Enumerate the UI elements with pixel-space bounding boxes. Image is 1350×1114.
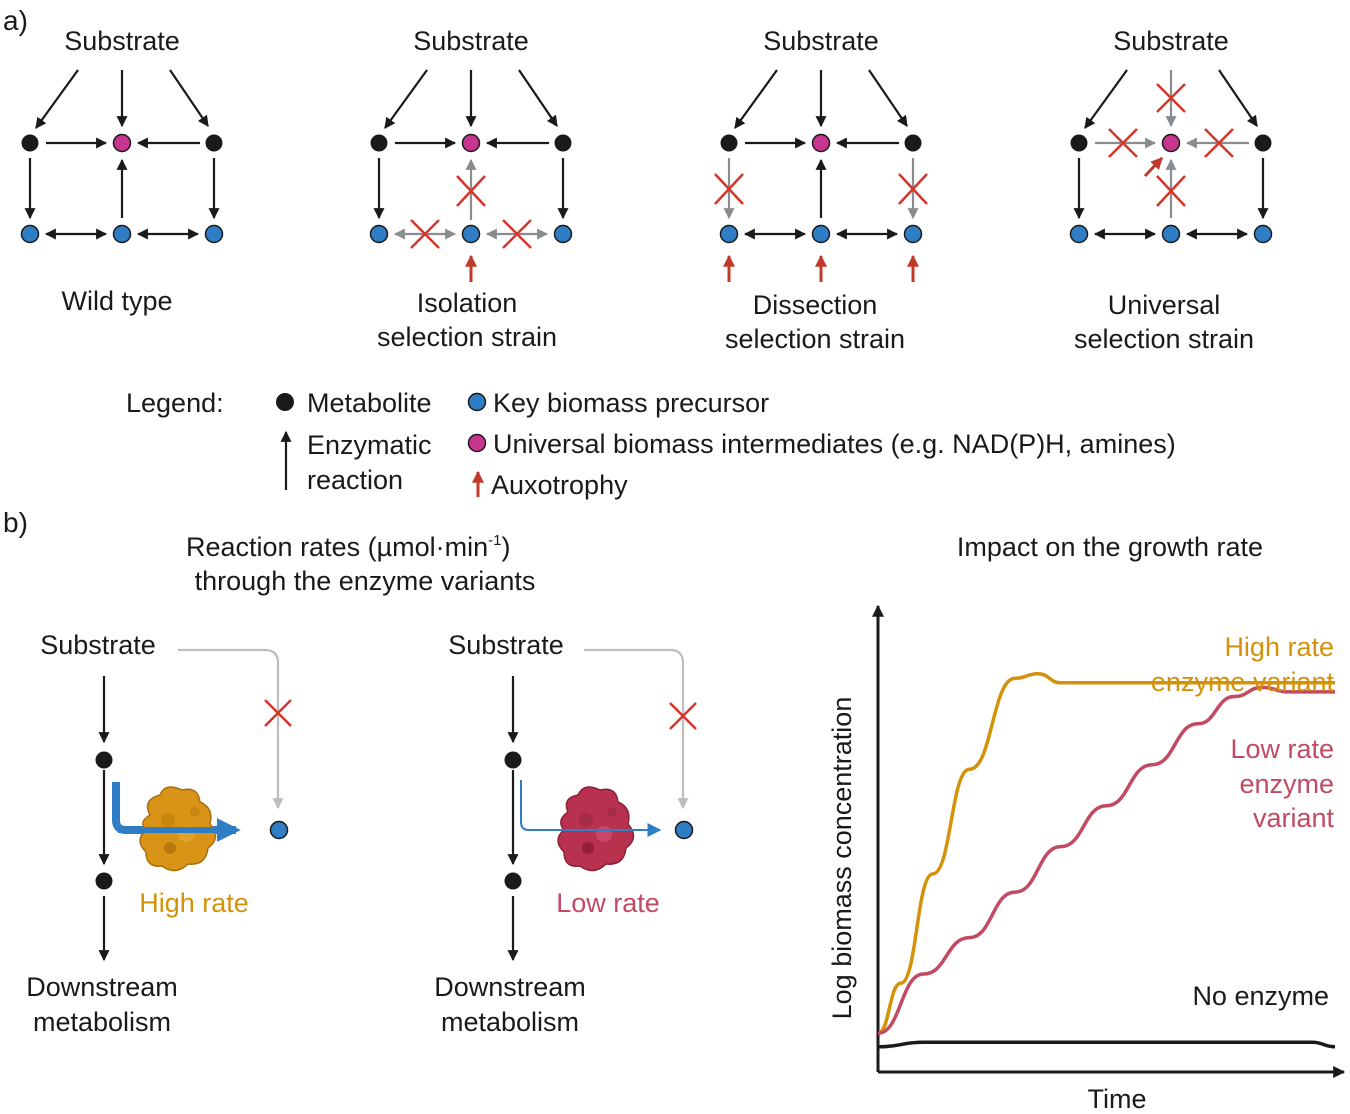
network-caption: Wild type xyxy=(61,286,172,316)
legend-key-precursor: Key biomass precursor xyxy=(493,388,769,418)
series-label-no-enzyme: No enzyme xyxy=(1192,981,1329,1011)
legend-enzymatic: reaction xyxy=(307,465,403,495)
network-dissection: Substrate Dissection xyxy=(714,26,928,354)
downstream-label: metabolism xyxy=(441,1007,579,1037)
legend-title: Legend: xyxy=(126,388,224,418)
x-axis-label: Time xyxy=(1088,1084,1147,1114)
auxotrophy-arrow xyxy=(1143,156,1164,178)
precursor-node xyxy=(204,224,224,244)
low-flux-arrow xyxy=(520,780,662,837)
network-universal: Substrate Universal selection xyxy=(1069,26,1273,354)
series-label-low-rate: Low rate xyxy=(1230,734,1334,764)
right-title: Impact on the growth rate xyxy=(957,532,1263,562)
substrate-label: Substrate xyxy=(64,26,180,56)
metabolite-node xyxy=(21,134,39,152)
network-caption: selection strain xyxy=(725,324,905,354)
series-label-low-rate: variant xyxy=(1253,803,1335,833)
pathway-low-rate: Substrate Low rate Downstream metabolism xyxy=(434,630,697,1037)
panel-b-label: b) xyxy=(3,507,28,538)
universal-intermediate-node xyxy=(112,133,132,153)
legend: Legend: Metabolite Key biomass precursor… xyxy=(126,388,1176,500)
precursor-node xyxy=(112,224,132,244)
substrate-label: Substrate xyxy=(1113,26,1229,56)
metabolite-node xyxy=(205,134,223,152)
rate-label: High rate xyxy=(139,888,249,918)
auxotrophy-arrow xyxy=(723,254,919,282)
downstream-label: metabolism xyxy=(33,1007,171,1037)
knockout-cross xyxy=(669,702,697,730)
network-caption: Isolation xyxy=(417,288,518,318)
network-wild-type: Substrate Wild type xyxy=(20,26,224,316)
series-label-high-rate: High rate xyxy=(1224,632,1334,662)
left-title-2: through the enzyme variants xyxy=(195,566,536,596)
series-label-low-rate: enzyme xyxy=(1239,769,1334,799)
legend-universal-swatch xyxy=(467,433,487,453)
series-line-no-enzyme xyxy=(877,1040,1336,1049)
knockout-cross xyxy=(1108,83,1234,207)
knockout-cross xyxy=(714,173,928,205)
substrate-label: Substrate xyxy=(448,630,564,660)
downstream-label: Downstream xyxy=(434,972,586,1002)
precursor-node xyxy=(20,224,40,244)
enzyme-blob-crimson xyxy=(557,786,635,872)
series-line-high-rate xyxy=(877,671,1336,1035)
series-label-high-rate: enzyme variant xyxy=(1151,667,1335,697)
left-title: Reaction rates (µmol·min-1) xyxy=(186,532,511,562)
network-isolation: Substrate Isolation selection strain xyxy=(369,26,573,352)
legend-precursor-swatch xyxy=(467,392,487,412)
legend-metabolite: Metabolite xyxy=(307,388,432,418)
network-caption: selection strain xyxy=(1074,324,1254,354)
legend-auxotrophy: Auxotrophy xyxy=(491,470,628,500)
substrate-label: Substrate xyxy=(413,26,529,56)
network-caption: Universal xyxy=(1108,290,1221,320)
network-caption: selection strain xyxy=(377,322,557,352)
legend-metabolite-swatch xyxy=(276,393,294,411)
downstream-label: Downstream xyxy=(26,972,178,1002)
knockout-cross xyxy=(264,699,292,727)
substrate-label: Substrate xyxy=(40,630,156,660)
legend-enzymatic: Enzymatic xyxy=(307,430,432,460)
growth-chart: Time Log biomass concentration High rate… xyxy=(827,604,1346,1114)
knockout-cross xyxy=(410,175,532,249)
panel-a-label: a) xyxy=(3,5,28,36)
series-line-low-rate xyxy=(877,685,1335,1035)
y-axis-label: Log biomass concentration xyxy=(827,697,857,1020)
rate-label: Low rate xyxy=(556,888,660,918)
pathway-high-rate: Substrate High rate Downstream metabolis… xyxy=(26,630,292,1037)
legend-universal: Universal biomass intermediates (e.g. NA… xyxy=(493,429,1176,459)
network-caption: Dissection xyxy=(753,290,878,320)
substrate-label: Substrate xyxy=(763,26,879,56)
